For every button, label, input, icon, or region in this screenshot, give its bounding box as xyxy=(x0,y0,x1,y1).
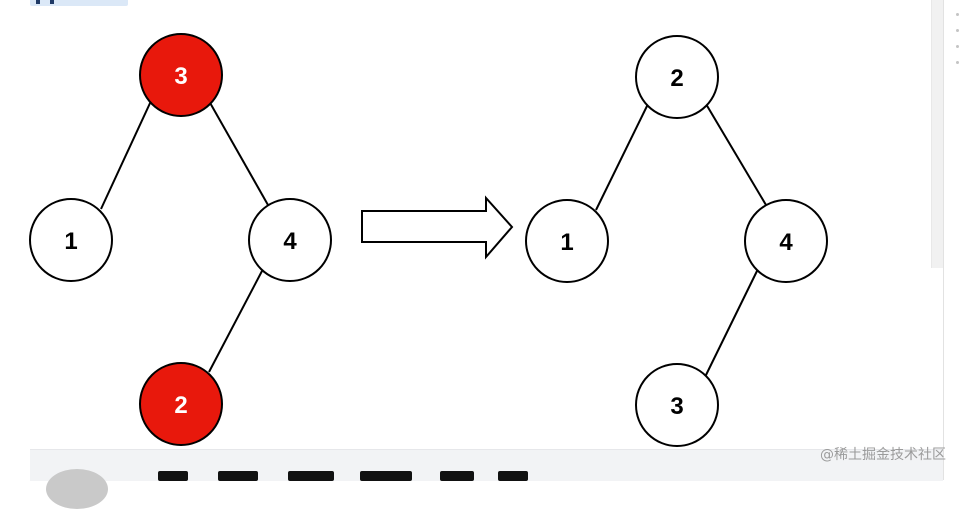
edge-before-3-4 xyxy=(208,100,269,206)
bottom-content-panel xyxy=(30,449,943,509)
edge-before-4-2 xyxy=(208,270,263,373)
node-label: 1 xyxy=(560,229,573,256)
dot-icon xyxy=(956,29,959,32)
node-label: 2 xyxy=(174,392,187,419)
top-label-mark xyxy=(36,0,40,4)
tree-node-after-3: 3 xyxy=(635,363,719,447)
tree-node-after-4: 4 xyxy=(744,199,828,283)
node-circle xyxy=(29,198,113,282)
edge-after-2-4 xyxy=(705,103,767,206)
obscured-text xyxy=(498,471,528,481)
node-circle xyxy=(139,362,223,446)
tree-node-after-1: 1 xyxy=(525,199,609,283)
node-circle xyxy=(525,199,609,283)
node-circle xyxy=(744,199,828,283)
node-circle xyxy=(248,198,332,282)
tree-node-after-2: 2 xyxy=(635,35,719,119)
dot-icon xyxy=(956,45,959,48)
edge-before-3-1 xyxy=(100,100,152,210)
divider xyxy=(943,0,944,480)
node-label: 2 xyxy=(670,65,683,92)
top-label-mark xyxy=(50,0,54,4)
right-arrow-icon xyxy=(361,195,514,260)
node-label: 3 xyxy=(670,393,683,420)
tree-node-before-4: 4 xyxy=(248,198,332,282)
tree-node-before-3: 3 xyxy=(139,33,223,117)
edge-after-4-3 xyxy=(705,270,758,376)
node-label: 1 xyxy=(64,228,77,255)
edge-after-2-1 xyxy=(595,103,649,211)
top-label-tag xyxy=(30,0,128,6)
obscured-text xyxy=(218,471,258,481)
node-circle xyxy=(635,363,719,447)
node-circle xyxy=(139,33,223,117)
obscured-text xyxy=(158,471,188,481)
tree-node-before-2: 2 xyxy=(139,362,223,446)
tree-rotation-diagram: 3 1 4 2 2 1 4 3 xyxy=(29,33,828,447)
obscured-text xyxy=(360,471,412,481)
node-label: 3 xyxy=(174,63,187,90)
vertical-scrollbar[interactable] xyxy=(931,0,943,268)
node-circle xyxy=(635,35,719,119)
dot-icon xyxy=(956,13,959,16)
obscured-text xyxy=(440,471,474,481)
node-label: 4 xyxy=(779,229,793,256)
obscured-text xyxy=(288,471,334,481)
node-label: 4 xyxy=(283,228,297,255)
tree-node-before-1: 1 xyxy=(29,198,113,282)
watermark-text: @稀土掘金技术社区 xyxy=(820,447,946,463)
avatar xyxy=(46,469,108,509)
dot-icon xyxy=(956,61,959,64)
